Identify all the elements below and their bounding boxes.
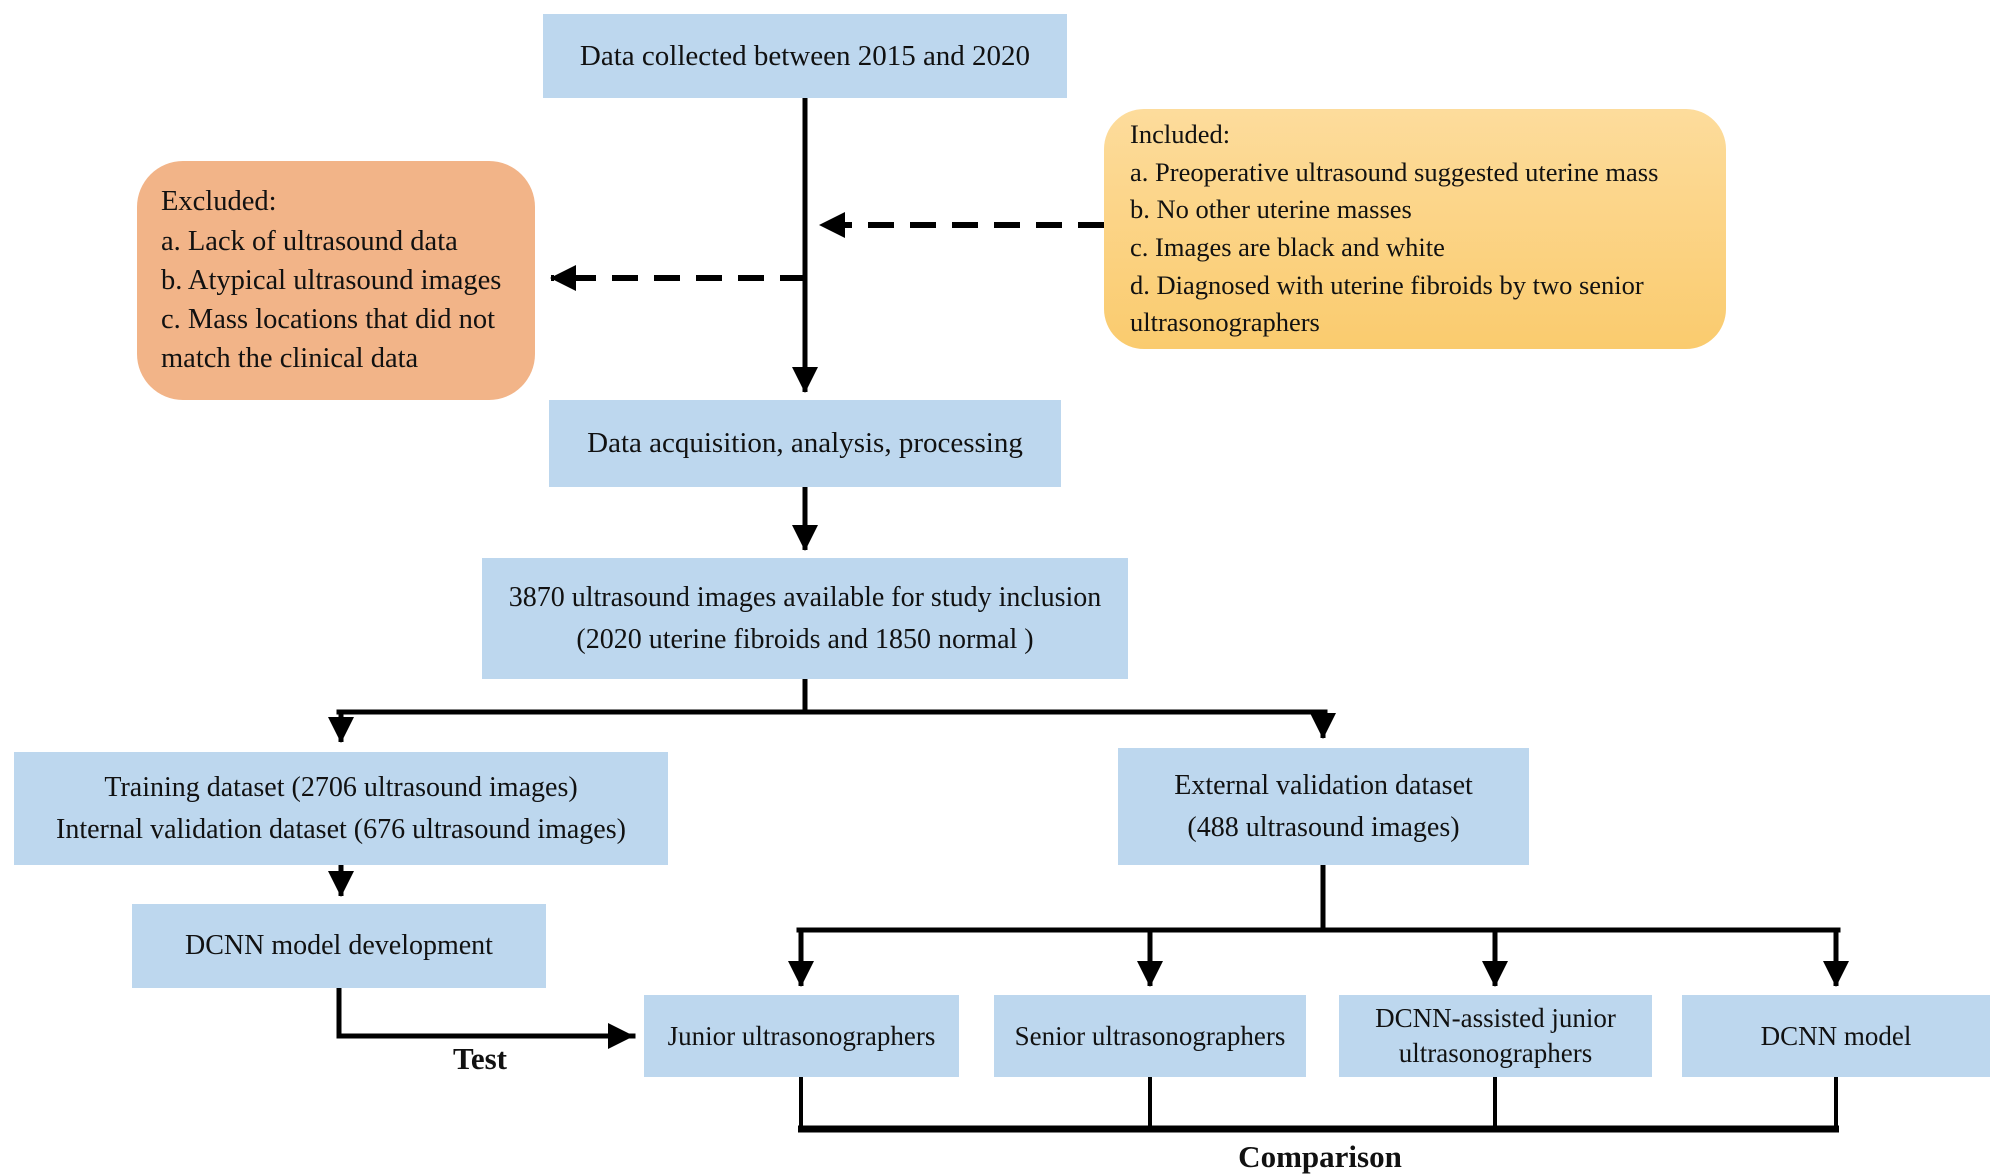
- node-data-collected: Data collected between 2015 and 2020: [543, 14, 1067, 98]
- node-line2: ultrasonographers: [1398, 1038, 1593, 1068]
- node-line1: DCNN-assisted junior: [1375, 1002, 1616, 1033]
- edge-label-comparison: Comparison: [1238, 1139, 1402, 1174]
- node-excluded: Excluded: a. Lack of ultrasound data b. …: [137, 161, 535, 400]
- included-item: c. Images are black and white: [1130, 232, 1445, 262]
- node-junior-ultrasonographers: Junior ultrasonographers: [644, 995, 959, 1077]
- node-line1: Training dataset (2706 ultrasound images…: [104, 771, 578, 803]
- node-training-dataset: Training dataset (2706 ultrasound images…: [14, 752, 668, 865]
- node-data-acquisition: Data acquisition, analysis, processing: [549, 400, 1061, 487]
- excluded-item: b. Atypical ultrasound images: [161, 264, 502, 296]
- node-line1: 3870 ultrasound images available for stu…: [508, 581, 1102, 613]
- node-senior-ultrasonographers: Senior ultrasonographers: [994, 995, 1306, 1077]
- node-label: Senior ultrasonographers: [1014, 1020, 1286, 1051]
- edge-label-test: Test: [453, 1041, 507, 1076]
- included-item: a. Preoperative ultrasound suggested ute…: [1130, 156, 1659, 187]
- node-label: Data acquisition, analysis, processing: [587, 427, 1023, 459]
- excluded-item: a. Lack of ultrasound data: [161, 225, 458, 257]
- node-label: DCNN model: [1760, 1020, 1912, 1051]
- included-item: d. Diagnosed with uterine fibroids by tw…: [1130, 269, 1644, 338]
- node-dcnn-development: DCNN model development: [132, 904, 546, 988]
- node-label: Junior ultrasonographers: [667, 1020, 936, 1051]
- node-images-available: 3870 ultrasound images available for stu…: [482, 558, 1128, 679]
- node-dcnn-assisted-junior: DCNN-assisted junior ultrasonographers: [1339, 995, 1652, 1077]
- excluded-item: c. Mass locations that did not match the…: [161, 304, 496, 375]
- node-line1: External validation dataset: [1174, 769, 1473, 801]
- node-included: Included: a. Preoperative ultrasound sug…: [1104, 109, 1726, 349]
- node-dcnn-model: DCNN model: [1682, 995, 1990, 1077]
- node-external-validation: External validation dataset (488 ultraso…: [1118, 748, 1529, 865]
- excluded-title: Excluded:: [161, 186, 277, 218]
- arrow-test-elbow: [336, 985, 636, 1049]
- node-label: DCNN model development: [185, 930, 493, 961]
- node-label: Data collected between 2015 and 2020: [579, 39, 1031, 72]
- included-item: b. No other uterine masses: [1130, 194, 1412, 225]
- node-line2: (2020 uterine fibroids and 1850 normal ): [576, 623, 1034, 655]
- node-line2: (488 ultrasound images): [1187, 811, 1460, 843]
- node-line2: Internal validation dataset (676 ultraso…: [56, 813, 626, 845]
- included-title: Included:: [1130, 119, 1231, 150]
